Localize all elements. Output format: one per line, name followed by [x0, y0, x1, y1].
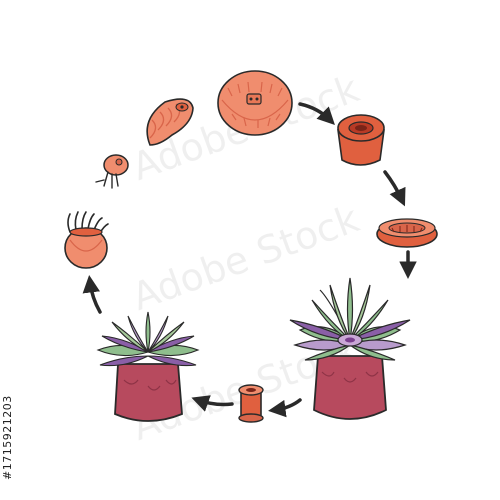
cycle-arrows [82, 102, 417, 418]
tentacled-juvenile-icon [64, 211, 109, 269]
arrow-6 [82, 275, 102, 314]
small-larva-icon [95, 154, 129, 189]
sea-anemone-icon [289, 277, 411, 420]
polyp-column-icon [337, 114, 385, 166]
sea-anemone-icon [96, 311, 200, 422]
watermark-id: #1715921203 [1, 395, 14, 480]
elongated-larva-icon [146, 98, 194, 146]
arrow-2 [383, 170, 406, 207]
small-column-icon [238, 384, 264, 423]
arrow-5 [191, 395, 234, 412]
planula-disc-icon [217, 70, 293, 136]
arrow-4 [268, 398, 302, 418]
arrow-1 [298, 102, 335, 125]
flat-disc-icon [376, 218, 438, 248]
